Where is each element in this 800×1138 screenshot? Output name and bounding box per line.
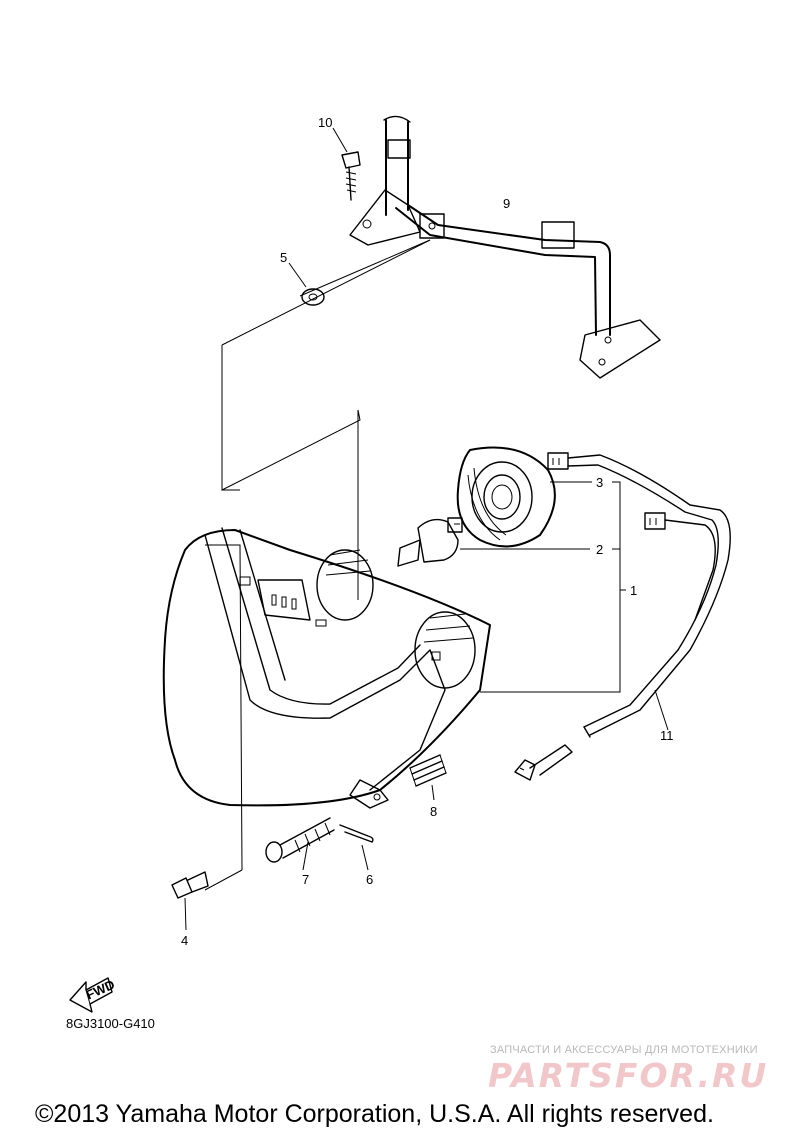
watermark-logo: PARTSFOR.RU: [488, 1056, 769, 1095]
callout-4: 4: [181, 933, 188, 948]
callout-5: 5: [280, 250, 287, 265]
copyright-notice: ©2013 Yamaha Motor Corporation, U.S.A. A…: [35, 1100, 714, 1128]
diagram-code: 8GJ3100-G410: [66, 1016, 155, 1031]
bulb-cover-part-3: [456, 446, 592, 548]
callout-3: 3: [596, 475, 603, 490]
watermark-subtitle: ЗАПЧАСТИ И АКСЕССУАРЫ ДЛЯ МОТОТЕХНИКИ: [490, 1044, 758, 1056]
grommet-part-5: [288, 262, 325, 306]
callout-bracket-1: [480, 481, 626, 693]
callout-9: 9: [503, 196, 510, 211]
clip-part-6: [339, 824, 374, 871]
fwd-arrow-icon: FWD: [69, 977, 117, 1013]
screw-part-4: [171, 871, 209, 931]
callout-6: 6: [366, 872, 373, 887]
bulb-part-2: [397, 517, 590, 567]
spring-part-8: [409, 754, 447, 801]
callout-7: 7: [302, 872, 309, 887]
sub-lead-part-11: [514, 452, 731, 781]
callout-2: 2: [596, 542, 603, 557]
headlight-lens-outline: [221, 239, 431, 600]
headlight-stay-part-9: [299, 115, 661, 379]
callout-10: 10: [318, 115, 332, 130]
callout-11: 11: [660, 728, 674, 743]
headlight-assembly-part-1: [162, 527, 491, 891]
bolt-part-10: [332, 127, 361, 201]
callout-8: 8: [430, 804, 437, 819]
callout-1: 1: [630, 583, 637, 598]
adjusting-screw-part-7: [265, 817, 335, 871]
